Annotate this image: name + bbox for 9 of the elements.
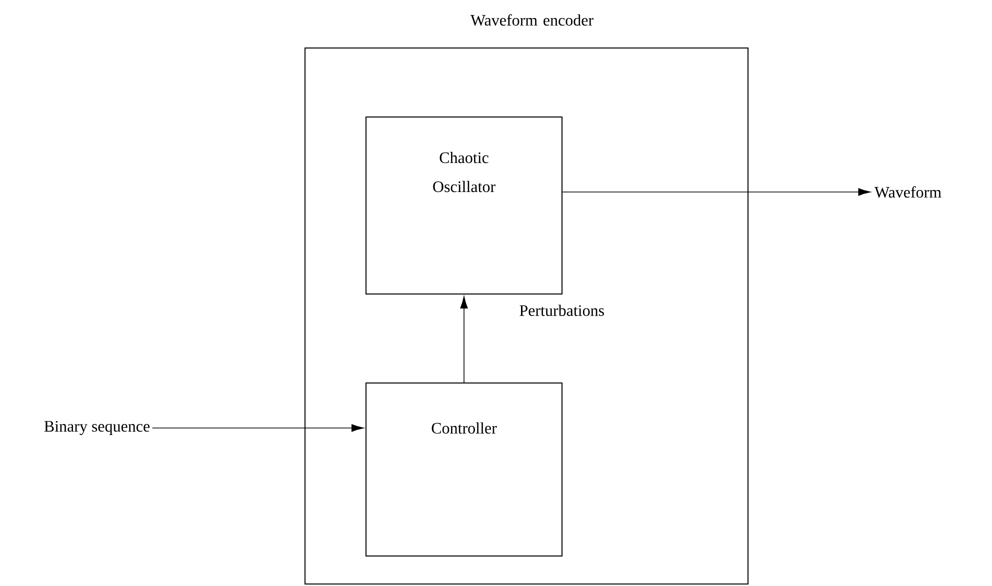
edge-label: Perturbations xyxy=(517,302,607,318)
process-box: Controller xyxy=(366,382,562,556)
arrow xyxy=(152,424,364,432)
arrow xyxy=(460,296,468,383)
signal-label: Binary sequence xyxy=(44,421,150,436)
arrow xyxy=(562,188,871,196)
signal-label: Waveform xyxy=(874,186,942,198)
process-box: Chaotic Oscillator xyxy=(366,116,562,294)
node-label: Waveform encoder xyxy=(470,14,594,26)
